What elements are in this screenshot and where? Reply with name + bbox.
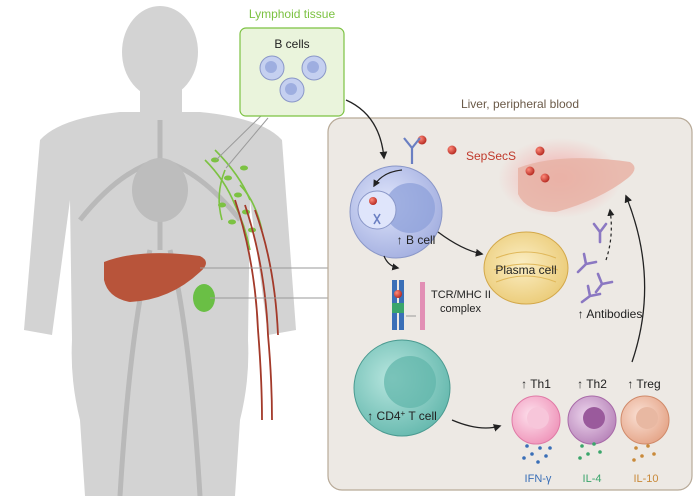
tcr-label-1: TCR/MHC II	[431, 289, 491, 301]
liver-blood-label: Liver, peripheral blood	[461, 97, 579, 111]
bcr-receptor	[403, 137, 421, 164]
cd4-t-cell	[353, 339, 451, 437]
il4-label: IL-4	[583, 473, 602, 485]
body-gallbladder	[193, 284, 215, 312]
body-liver	[104, 253, 206, 302]
b-cells-cluster	[259, 55, 327, 103]
tcr-mhc-complex	[392, 280, 425, 330]
cd4-label: ↑ CD4+ T cell	[367, 409, 437, 424]
plasma-cell	[483, 231, 569, 305]
b-cells-label: B cells	[274, 37, 309, 51]
tcr-label-2: complex	[440, 303, 481, 315]
lymphoid-box	[239, 27, 345, 117]
b-cell	[349, 165, 443, 259]
plasma-cell-label: Plasma cell	[495, 263, 556, 277]
human-silhouette	[24, 6, 296, 496]
sepsecs-label: SepSecS	[466, 149, 516, 163]
target-liver	[518, 158, 635, 212]
il10-label: IL-10	[633, 473, 658, 485]
arrow-internalize	[373, 169, 403, 188]
arrow-tcell-to-subsets	[451, 419, 502, 432]
treg-label: ↑ Treg	[627, 377, 660, 391]
sepsecs-dots	[417, 135, 550, 183]
th1-label: ↑ Th1	[521, 377, 551, 391]
b-cell-label: ↑ B cell	[397, 233, 436, 247]
lymphoid-tissue-label: Lymphoid tissue	[249, 7, 336, 21]
arrow-bcell-down	[383, 255, 400, 271]
arrow-bcell-to-plasma	[437, 231, 484, 257]
th2-cell	[567, 395, 617, 445]
antibodies-label: ↑ Antibodies	[578, 307, 643, 321]
ifn-dots	[522, 444, 552, 464]
body-to-panel-lines	[200, 111, 328, 299]
arrow-tcells-to-liver	[624, 194, 646, 363]
arm-vessels	[234, 199, 279, 421]
il10-dots	[632, 444, 656, 462]
ifn-label: IFN-γ	[525, 473, 552, 485]
arrow-lymphoid-to-bcell	[345, 99, 388, 160]
antibody-icons	[576, 222, 614, 304]
th1-cell	[511, 395, 561, 445]
arrow-antibodies-to-liver-dashed	[605, 208, 615, 261]
th2-label: ↑ Th2	[577, 377, 607, 391]
treg-cell	[620, 395, 670, 445]
il4-dots	[578, 442, 602, 460]
